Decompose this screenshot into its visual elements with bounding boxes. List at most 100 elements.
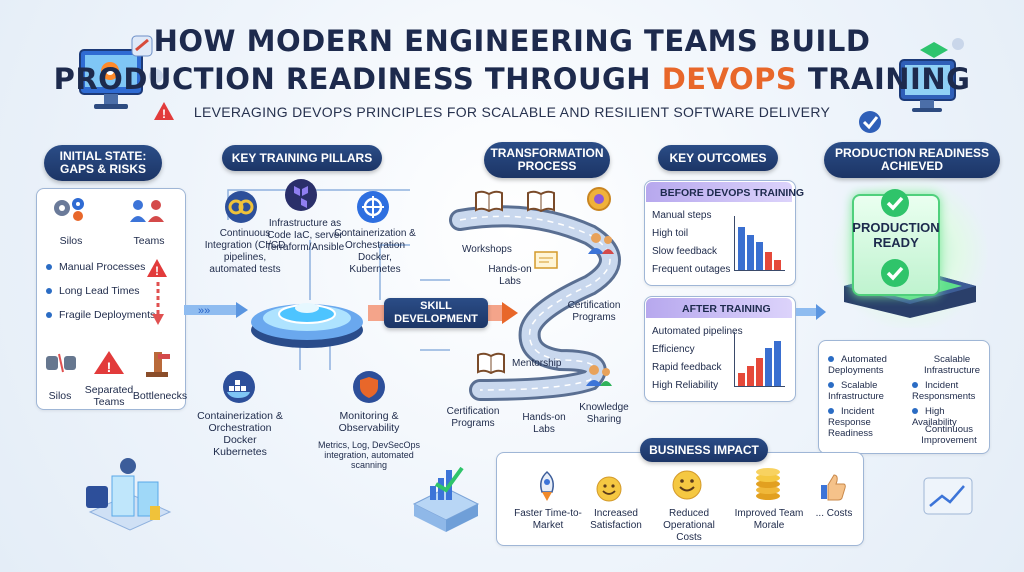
initial-bullet-1: Long Lead Times — [46, 285, 140, 297]
thumbs-up-icon — [818, 472, 848, 502]
page-title-line1: HOW MODERN ENGINEERING TEAMS BUILD — [153, 24, 871, 58]
road-label-mentorship: Mentorship — [512, 358, 562, 369]
production-item-1: Scalable Infrastructure — [924, 354, 980, 376]
initial-top-label-1: Teams — [133, 235, 165, 247]
after-item-1: Efficiency — [652, 344, 695, 355]
svg-text:!: ! — [155, 264, 159, 278]
before-item-0: Manual steps — [652, 210, 712, 221]
sharing-people-icon — [584, 362, 614, 388]
skill-development-label: SKILL DEVELOPMENT — [384, 298, 488, 328]
before-item-3: Frequent outages — [652, 264, 731, 275]
title-highlight: DEVOPS — [661, 62, 798, 96]
initial-to-hub-arrow: »» — [184, 302, 248, 318]
before-bar — [738, 227, 745, 270]
svg-text:!: ! — [107, 359, 112, 375]
initial-bottom-label-1: Separated Teams — [84, 384, 134, 408]
transformation-header: TRANSFORMATION PROCESS — [484, 142, 610, 178]
smile-icon-large — [672, 470, 702, 500]
business-item-2: Reduced Operational Costs — [663, 508, 715, 543]
after-item-0: Automated pipelines — [652, 326, 743, 337]
certificate-icon — [534, 250, 558, 270]
ci-cd-icon — [224, 190, 258, 224]
docker-icon — [220, 370, 258, 404]
teams-icon — [126, 196, 170, 226]
warning-icon: ! — [146, 258, 168, 278]
pillar-bottom-1-detail: Metrics, Log, DevSecOps integration, aut… — [317, 440, 421, 470]
monitor-gear-illustration: ! — [70, 30, 180, 140]
pillar-bottom-0: Containerization & Orchestration Docker … — [197, 410, 283, 458]
gears-icon — [50, 194, 90, 222]
after-title-bar — [646, 298, 792, 318]
outcomes-header: KEY OUTCOMES — [658, 145, 778, 171]
after-item-2: Rapid feedback — [652, 362, 722, 373]
page-subtitle: LEVERAGING DEVOPS PRINCIPLES FOR SCALABL… — [193, 104, 831, 120]
initial-bottom-label-0: Silos — [48, 390, 72, 402]
title-suffix: TRAINING — [797, 62, 971, 96]
after-bar — [774, 341, 781, 386]
initial-bullet-0: Manual Processes — [46, 261, 145, 273]
bottom-left-servers-illustration — [70, 452, 190, 542]
open-book-icon — [526, 190, 556, 212]
check-badge-icon-bottom — [880, 258, 910, 288]
road-label-handson2: Hands-on Labs — [522, 412, 566, 435]
rocket-icon — [532, 470, 562, 502]
road-label-handson1: Hands-on Labs — [488, 264, 532, 287]
broken-link-icon — [44, 350, 78, 376]
initial-bottom-label-2: Bottlenecks — [132, 390, 188, 402]
after-item-3: High Reliability — [652, 380, 719, 391]
separated-warning-icon: ! — [92, 350, 126, 376]
bottom-center-chart-cube — [406, 460, 486, 540]
business-item-0: Faster Time-to-Market — [514, 508, 582, 531]
pillar-top-2: Containerization & Orchestration Docker,… — [334, 228, 416, 275]
after-bar — [747, 366, 754, 386]
skill-hub-platform — [246, 274, 368, 354]
before-bar — [765, 252, 772, 270]
svg-text:»»: »» — [198, 305, 210, 317]
after-bar — [756, 358, 763, 386]
before-item-1: High toil — [652, 228, 689, 239]
production-item-2: Scalable Infrastructure — [828, 380, 904, 402]
pillar-top-1: Infrastructure as Code IaC, server Terra… — [265, 218, 345, 253]
book-icon — [474, 190, 504, 212]
initial-bullet-2: Fragile Deployments — [46, 309, 155, 321]
road-label-workshops: Workshops — [462, 244, 512, 255]
kubernetes-icon — [356, 190, 390, 224]
pillars-header: KEY TRAINING PILLARS — [222, 145, 382, 171]
before-title-bar — [646, 182, 792, 202]
page-title-line2: PRODUCTION READINESS THROUGH DEVOPS TRAI… — [0, 62, 1024, 96]
after-bar — [765, 348, 772, 386]
shield-icon — [352, 370, 386, 404]
road-label-cert1: Certification Programs — [567, 300, 621, 323]
business-impact-header: BUSINESS IMPACT — [640, 438, 768, 462]
before-title: BEFORE DEVOPS TRAINING — [660, 187, 805, 199]
production-item-6: Continuous Improvement — [921, 424, 977, 446]
production-item-0: Automated Deployments — [828, 354, 904, 376]
mentorship-book-icon — [476, 352, 506, 374]
before-trend-chart — [734, 216, 785, 271]
down-arrow-icon — [152, 282, 164, 326]
before-bar — [774, 260, 781, 270]
business-impact-panel — [496, 452, 864, 546]
after-bar — [738, 373, 745, 386]
business-item-3: Improved Team Morale — [734, 508, 804, 531]
bottleneck-icon — [142, 348, 172, 378]
after-trend-chart — [734, 332, 785, 387]
production-header: PRODUCTION READINESS ACHIEVED — [824, 142, 1000, 178]
people-icon — [586, 230, 616, 256]
outcomes-to-production-arrow — [796, 304, 826, 320]
initial-state-header: INITIAL STATE: GAPS & RISKS — [44, 145, 162, 181]
before-bar — [756, 242, 763, 270]
before-item-2: Slow feedback — [652, 246, 718, 257]
check-badge-icon-top — [880, 188, 910, 218]
production-item-3: Incident Responsments — [912, 380, 984, 402]
terraform-icon — [284, 178, 318, 212]
title-prefix: PRODUCTION READINESS THROUGH — [53, 62, 662, 96]
production-badge-text: PRODUCTION READY — [852, 220, 940, 250]
production-item-5: High Availability — [912, 406, 988, 428]
business-item-1: Increased Satisfaction — [590, 508, 642, 531]
bottom-right-chart-illustration — [920, 474, 976, 520]
svg-text:!: ! — [162, 107, 166, 121]
pillar-bottom-1: Monitoring & Observability — [338, 410, 400, 434]
initial-top-label-0: Silos — [59, 235, 83, 247]
server-cube-illustration — [850, 30, 970, 140]
